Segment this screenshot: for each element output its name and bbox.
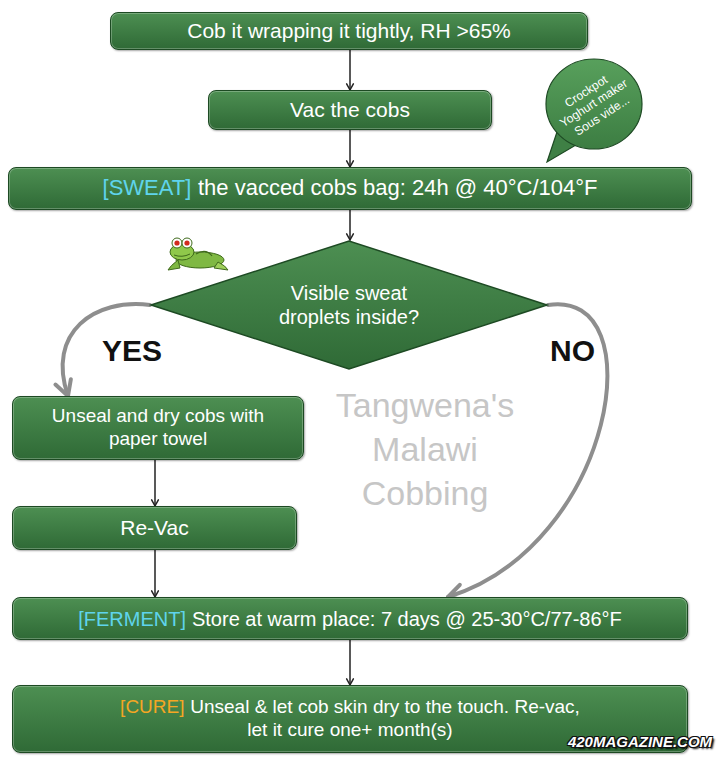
node-text: Unseal and dry cobs with paper towel [52,405,264,449]
flow-arrow [349,130,351,167]
process-box: Vac the cobs [208,90,492,130]
text-holder: Re-Vac [120,515,188,540]
stage-tag: [CURE] [120,696,184,717]
flow-arrow [349,50,351,90]
process-box: [FERMENT] Store at warm place: 7 days @ 2… [12,597,688,640]
node-text: Re-Vac [120,516,188,539]
arrow-head [347,234,354,240]
node-text: the vacced cobs bag: 24h @ 40°C/104°F [198,175,598,200]
node-text: Visible sweat droplets inside? [279,282,419,328]
flow-arrow [154,550,156,597]
node-text: Store at warm place: 7 days @ 25-30°C/77… [192,608,622,630]
process-box: Cob it wrapping it tightly, RH >65% [110,12,588,50]
watermark-text: Tangwena's Malawi Cobbing [318,383,532,515]
text-holder: Unseal and dry cobs with paper towel [38,405,278,451]
process-box: [SWEAT]the vacced cobs bag: 24h @ 40°C/1… [8,167,692,210]
branch-label: NO [550,334,595,368]
text-holder: [SWEAT]the vacced cobs bag: 24h @ 40°C/1… [103,175,598,201]
stage-tag: [FERMENT] [78,608,186,630]
flow-arrow [349,640,351,685]
text-holder: Cob it wrapping it tightly, RH >65% [187,18,511,43]
node-text: Vac the cobs [290,98,410,121]
branch-label: YES [102,334,162,368]
node-text: Cob it wrapping it tightly, RH >65% [187,19,511,42]
frog-illustration [166,230,230,272]
text-holder: [CURE] Unseal & let cob skin dry to the t… [115,696,585,742]
stage-tag: [SWEAT] [103,175,192,200]
speech-bubble: Crockpot Yoghurt maker Sous vide... [545,58,643,150]
process-box: Unseal and dry cobs with paper towel [12,396,304,460]
text-holder: Visible sweat droplets inside? [267,281,432,329]
arrow-head [55,379,70,396]
watermark-text: 420MAGAZINE.COM [562,733,718,750]
node-text: Unseal & let cob skin dry to the touch. … [190,696,580,740]
process-box: Re-Vac [12,506,297,550]
flow-arrow [154,460,156,506]
flow-arrow [349,210,351,240]
text-holder: Vac the cobs [290,97,410,122]
text-holder: [FERMENT] Store at warm place: 7 days @ 2… [78,607,622,631]
